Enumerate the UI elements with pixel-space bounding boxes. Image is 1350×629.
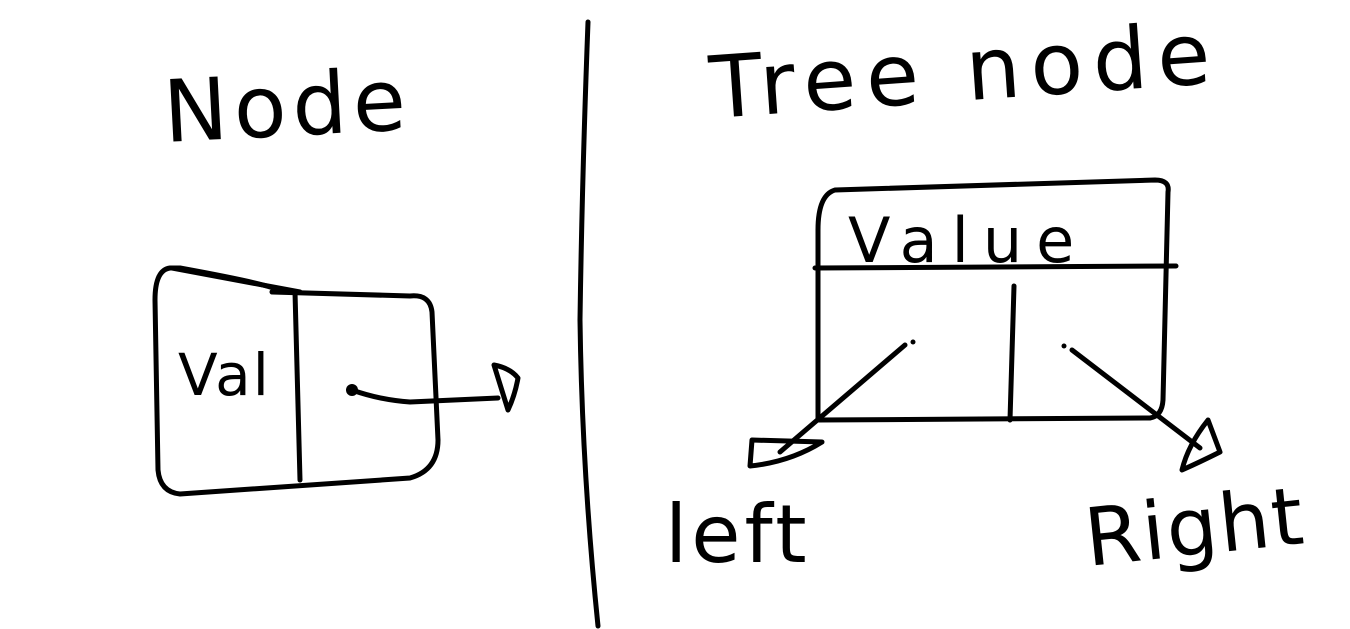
right-child-arrowhead: [1179, 417, 1223, 473]
tree-node-value-label: Value: [848, 204, 1088, 277]
panel-divider-line: [577, 19, 601, 629]
node-panel: Node Val: [152, 50, 521, 497]
left-pointer-dot: [910, 339, 916, 345]
tree-node-panel: Tree node Value left Right: [665, 4, 1309, 585]
node-box-divider: [292, 289, 303, 483]
tree-node-title: Tree node: [705, 4, 1223, 139]
node-title: Node: [161, 50, 414, 163]
node-next-arrowhead: [491, 362, 521, 413]
node-box-top-edge: [169, 265, 303, 295]
tree-node-divider: [1007, 283, 1017, 423]
right-pointer-dot: [1061, 343, 1067, 349]
left-child-arrow: [777, 342, 908, 455]
left-child-arrowhead: [747, 437, 825, 469]
tree-node-box: [815, 177, 1171, 423]
node-value-label: Val: [178, 341, 271, 409]
tree-node-header-line: [812, 263, 1179, 271]
right-child-label: Right: [1080, 469, 1309, 585]
left-child-label: left: [665, 488, 811, 581]
node-next-arrow: [349, 387, 501, 405]
right-child-arrow: [1069, 347, 1203, 451]
